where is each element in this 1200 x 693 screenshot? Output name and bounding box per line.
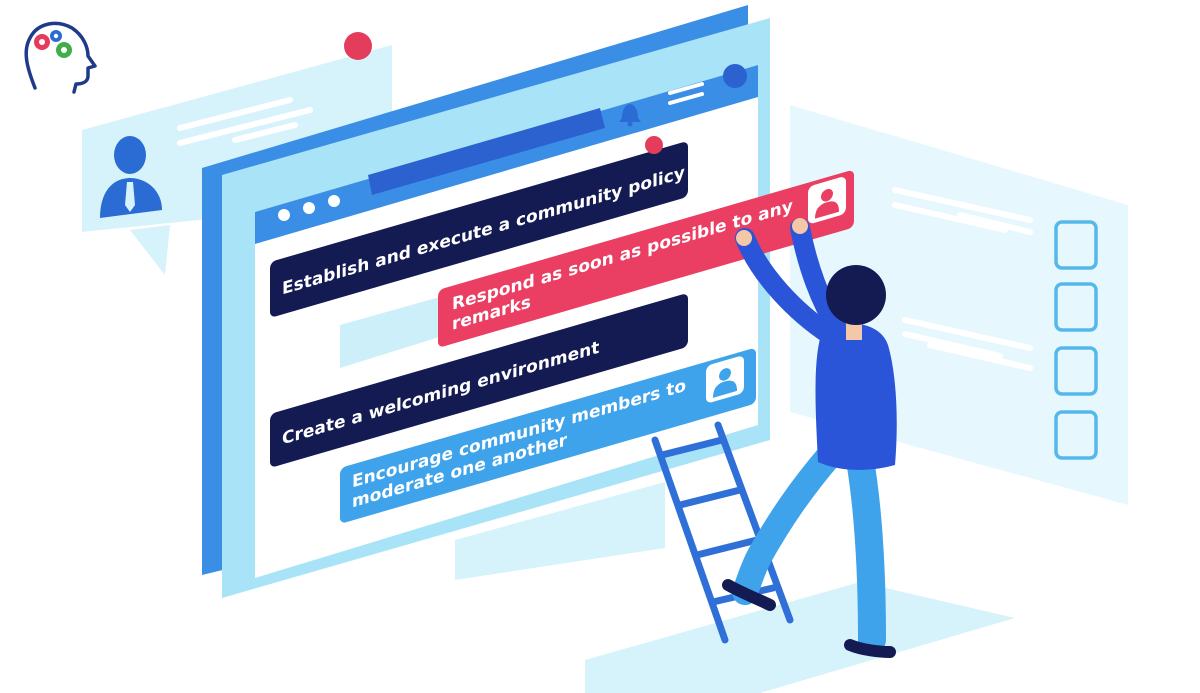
notification-dot-icon [645, 136, 663, 154]
checkbox-icon [1054, 282, 1098, 332]
bell-icon [619, 104, 641, 127]
head-with-gears-icon [24, 21, 97, 94]
profile-circle-icon [723, 64, 747, 88]
window-dot-icon [278, 209, 290, 221]
person-figure [722, 218, 897, 658]
checkbox-icon [1054, 346, 1098, 396]
user-avatar-icon [706, 356, 744, 403]
address-bar [368, 108, 605, 195]
window-dot-icon [303, 202, 315, 214]
menu-icon [668, 82, 704, 105]
user-avatar-icon [100, 136, 162, 218]
notification-dot-icon [344, 32, 372, 60]
floor-shadow [585, 582, 1015, 693]
user-avatar-icon [808, 177, 846, 224]
window-dot-icon [328, 195, 340, 207]
checkbox-icon [1054, 410, 1098, 460]
checkbox-icon [1054, 220, 1098, 270]
bottom-panel [455, 482, 665, 580]
